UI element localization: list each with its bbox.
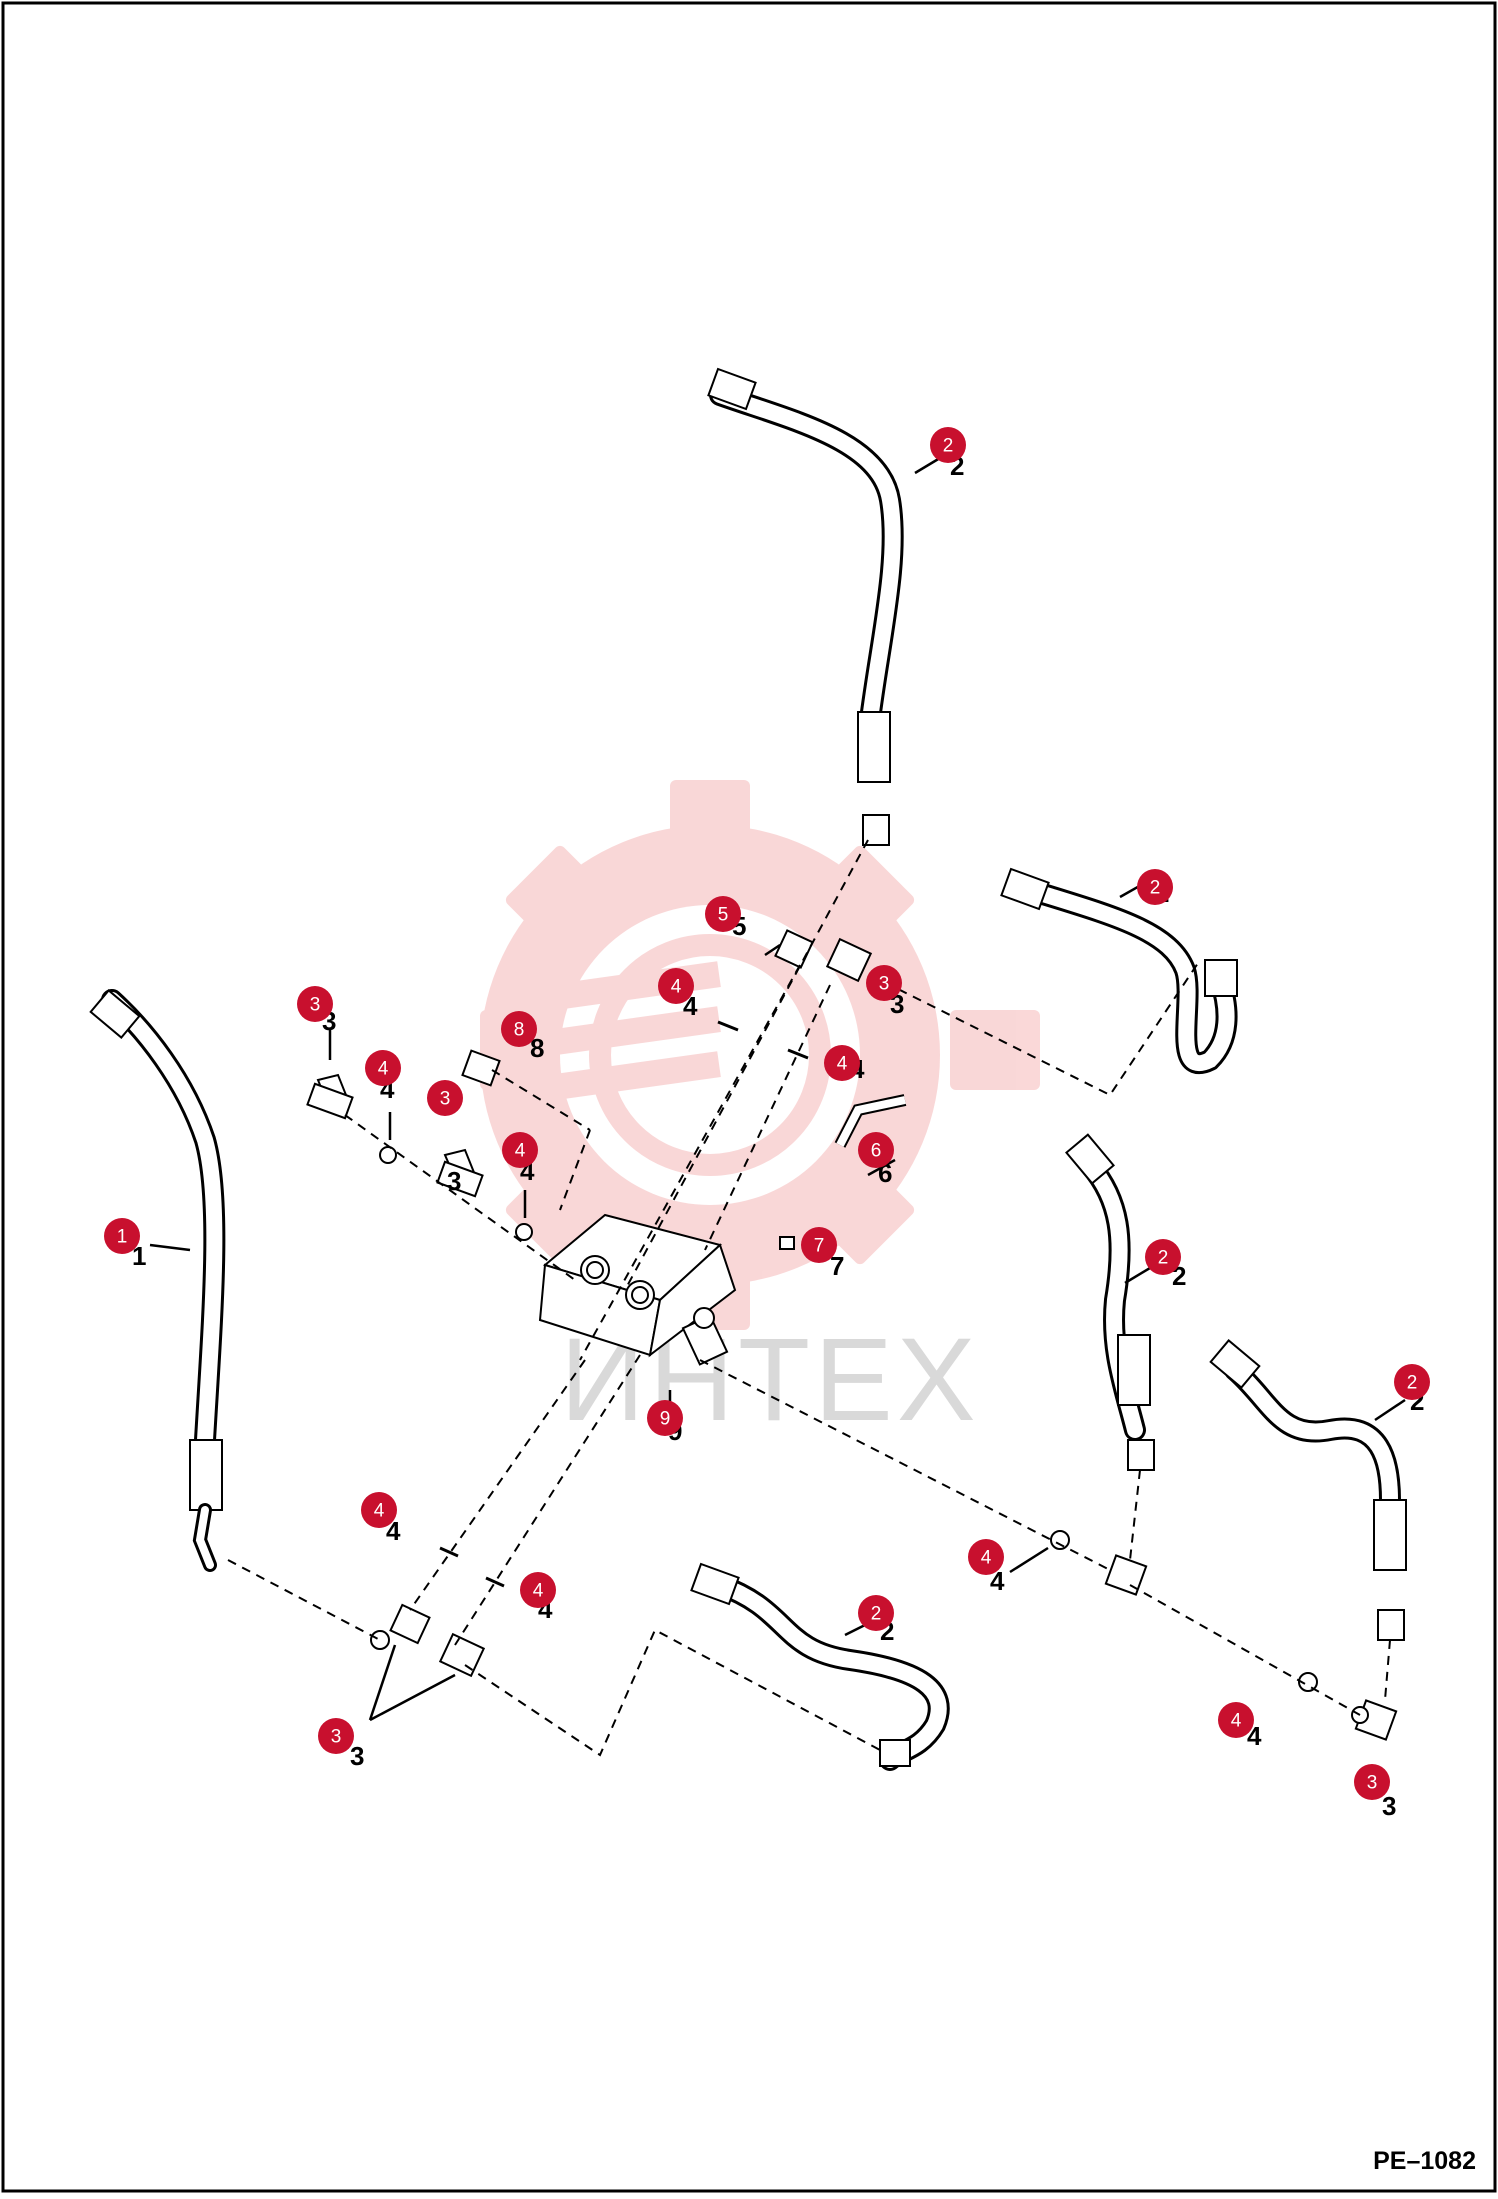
callout-badge: [502, 1132, 538, 1168]
callout-badge: [361, 1492, 397, 1528]
callout-number: 7: [814, 1236, 825, 1257]
callout-9: 9: [647, 1400, 683, 1436]
callout-4: 4: [658, 968, 694, 1004]
callout-2: 2: [1145, 1239, 1181, 1275]
callout-6: 6: [858, 1132, 894, 1168]
callout-2: 2: [1137, 869, 1173, 905]
callout-3: 3: [866, 965, 902, 1001]
svg-text:8: 8: [530, 1033, 544, 1063]
callout-number: 8: [514, 1020, 525, 1041]
callout-2: 2: [930, 427, 966, 463]
callout-2: 2: [1394, 1364, 1430, 1400]
callout-number: 2: [1158, 1248, 1169, 1269]
callout-1: 1: [104, 1218, 140, 1254]
callout-number: 9: [660, 1409, 671, 1430]
callout-badge: [968, 1539, 1004, 1575]
callout-badge: [866, 965, 902, 1001]
callout-8: 8: [501, 1011, 537, 1047]
watermark-gear-icon: [480, 780, 1040, 1330]
callout-badge: [297, 986, 333, 1022]
callout-number: 4: [515, 1141, 526, 1162]
callout-badge: [647, 1400, 683, 1436]
callout-number: 1: [117, 1227, 128, 1248]
callout-3: 3: [297, 986, 333, 1022]
callout-number: 5: [718, 905, 729, 926]
svg-text:1: 1: [132, 1241, 146, 1271]
callout-3: 3: [427, 1080, 463, 1116]
drawing-code: PE–1082: [1373, 2147, 1476, 2175]
callout-number: 6: [871, 1141, 882, 1162]
callout-4: 4: [365, 1050, 401, 1086]
leader-ticks: [439, 1020, 809, 1588]
callout-badge: [824, 1045, 860, 1081]
callout-number: 4: [374, 1501, 385, 1522]
svg-text:3: 3: [350, 1741, 364, 1771]
callout-4: 4: [1218, 1702, 1254, 1738]
callout-7: 7: [801, 1227, 837, 1263]
callout-badge: [1394, 1364, 1430, 1400]
callout-number: 3: [440, 1089, 451, 1110]
hose-2-right-upper: [1000, 867, 1238, 1074]
hose-2-bottom: [690, 1562, 950, 1771]
callout-4: 4: [520, 1572, 556, 1608]
callout-number: 4: [533, 1581, 544, 1602]
callout-number: 4: [981, 1548, 992, 1569]
leader-lines: [149, 453, 1406, 1722]
callout-badge: [520, 1572, 556, 1608]
callout-badge: [858, 1132, 894, 1168]
svg-text:7: 7: [830, 1251, 844, 1281]
connection-lines: [227, 839, 1391, 1757]
callout-badge: [501, 1011, 537, 1047]
callout-4: 4: [824, 1045, 860, 1081]
callout-badge: [365, 1050, 401, 1086]
callout-badge: [1354, 1764, 1390, 1800]
svg-text:3: 3: [1382, 1791, 1396, 1821]
callout-badge: [104, 1218, 140, 1254]
callout-4: 4: [502, 1132, 538, 1168]
callout-number: 4: [378, 1059, 389, 1080]
hose-2-right-middle: [1065, 1133, 1155, 1471]
valve-block: [538, 1213, 737, 1366]
callout-badge: [930, 427, 966, 463]
callout-number: 2: [1407, 1373, 1418, 1394]
callout-4: 4: [968, 1539, 1004, 1575]
callout-badge: [705, 896, 741, 932]
svg-text:4: 4: [990, 1566, 1005, 1596]
callout-badge: [1218, 1702, 1254, 1738]
callout-2: 2: [858, 1595, 894, 1631]
callout-badge: [318, 1718, 354, 1754]
callout-badge: [858, 1595, 894, 1631]
callout-number: 3: [879, 974, 890, 995]
callout-number: 2: [943, 436, 954, 457]
callout-number: 2: [871, 1604, 882, 1625]
callout-number: 3: [310, 995, 321, 1016]
callout-number: 4: [1231, 1711, 1242, 1732]
callout-5: 5: [705, 896, 741, 932]
hose-1: [89, 989, 226, 1572]
callout-number: 4: [671, 977, 682, 998]
callout-number: 3: [331, 1727, 342, 1748]
callout-badge: [658, 968, 694, 1004]
callout-badge: [801, 1227, 837, 1263]
callout-badge: [427, 1080, 463, 1116]
callout-badge: [1137, 869, 1173, 905]
callout-3: 3: [1354, 1764, 1390, 1800]
svg-text:3: 3: [447, 1166, 461, 1196]
callout-badge: [1145, 1239, 1181, 1275]
callout-number: 3: [1367, 1773, 1378, 1794]
hose-2-right-lower: [1209, 1339, 1407, 1641]
callout-number: 2: [1150, 878, 1161, 899]
callout-number: 4: [837, 1054, 848, 1075]
hoses: [89, 367, 1407, 1771]
callout-4: 4: [361, 1492, 397, 1528]
callout-3: 3: [318, 1718, 354, 1754]
hose-2-top: [707, 367, 904, 846]
